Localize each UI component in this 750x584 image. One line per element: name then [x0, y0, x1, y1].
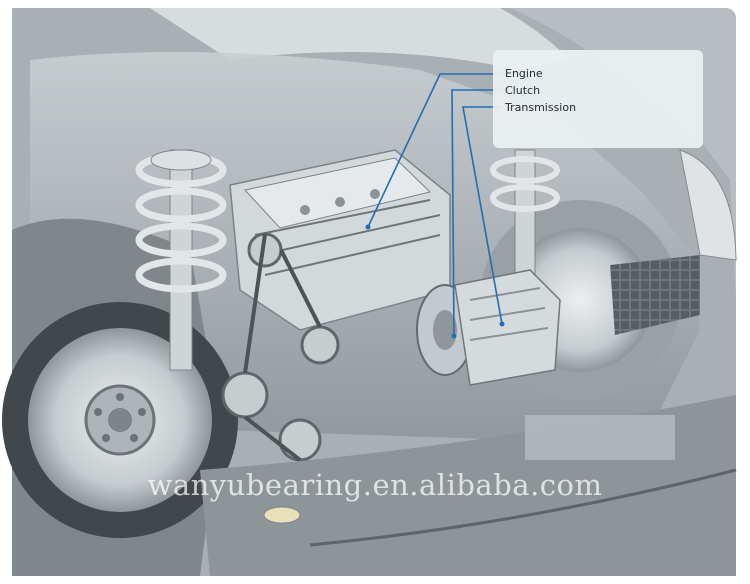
belt-pulleys	[221, 232, 340, 462]
transmission-leader-line	[462, 106, 503, 325]
wheel-bolts	[94, 393, 146, 442]
legend-panel	[493, 50, 703, 148]
headlight	[679, 149, 737, 261]
engine-block	[229, 149, 451, 331]
legend-label-engine: Engine	[505, 67, 543, 80]
clutch-leader-dot	[451, 333, 457, 339]
transmission-leader-dot	[499, 321, 505, 327]
transmission-housing	[454, 269, 561, 386]
legend-label-clutch: Clutch	[505, 84, 541, 97]
legend-label-transmission: Transmission	[505, 101, 577, 114]
front-grille	[610, 255, 700, 335]
watermark-text: wanyubearing.en.alibaba.com	[147, 468, 603, 502]
engine-leader-line	[367, 73, 501, 228]
fog-light	[263, 506, 301, 524]
clutch-leader-line	[451, 89, 501, 337]
left-suspension-strut	[135, 149, 227, 371]
engine-leader-dot	[365, 224, 371, 230]
